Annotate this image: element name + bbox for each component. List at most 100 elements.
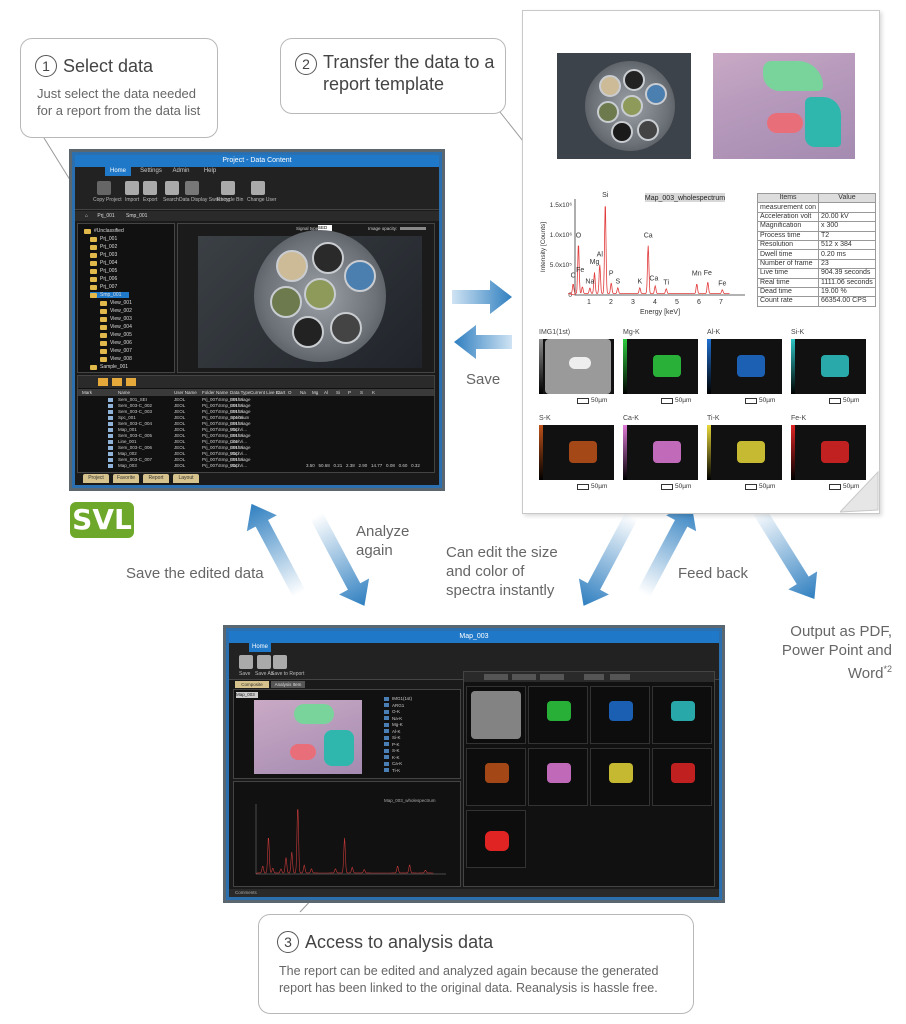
- bottom-tab-layout[interactable]: Layout: [173, 474, 199, 483]
- bottom-tab-favorite[interactable]: Favorite: [113, 474, 139, 483]
- tree-item[interactable]: Prj_002: [90, 244, 117, 250]
- tree-item[interactable]: Prj_003: [90, 252, 117, 258]
- column-header[interactable]: O: [288, 390, 292, 395]
- copy-project-icon[interactable]: [97, 181, 111, 195]
- element-list-item[interactable]: Ca-K: [384, 761, 402, 766]
- tree-item[interactable]: #Unclassified: [84, 228, 124, 234]
- column-header[interactable]: Current Live Start: [250, 390, 286, 395]
- breadcrumb-project[interactable]: Prj_001: [97, 213, 115, 219]
- map-tool-5[interactable]: [610, 674, 630, 680]
- mini-map-tile[interactable]: [528, 748, 588, 806]
- tree-item[interactable]: Prj_007: [90, 284, 117, 290]
- element-list-item[interactable]: IMG1(1st): [384, 696, 412, 701]
- tree-item[interactable]: View_001: [100, 300, 132, 306]
- bottom-tab-project[interactable]: Project: [83, 474, 109, 483]
- column-header[interactable]: Folder Name: [202, 390, 229, 395]
- item-tab[interactable]: Map_003: [236, 692, 258, 698]
- signal-type-select[interactable]: SED: [318, 225, 332, 231]
- column-header[interactable]: S: [360, 390, 364, 395]
- mini-map-tile[interactable]: [466, 748, 526, 806]
- list-tool-icon-a[interactable]: [98, 378, 108, 386]
- mini-map-tile[interactable]: [652, 686, 712, 744]
- display-switch-icon[interactable]: [185, 181, 199, 195]
- home-icon[interactable]: ⌂: [85, 213, 89, 219]
- tree-item[interactable]: View_005: [100, 332, 132, 338]
- map-tool-3[interactable]: [540, 674, 564, 680]
- column-header[interactable]: Mg: [312, 390, 319, 395]
- column-header[interactable]: Al: [324, 390, 329, 395]
- tree-item[interactable]: Smp_001: [90, 292, 130, 298]
- subtab-composite[interactable]: Composite Image: [235, 681, 269, 694]
- mini-map-tile[interactable]: [466, 686, 526, 744]
- tab-help[interactable]: Help: [203, 168, 217, 174]
- mini-map-tile[interactable]: [590, 686, 650, 744]
- map-tool-4[interactable]: [584, 674, 604, 680]
- tree-item[interactable]: View_007: [100, 348, 132, 354]
- column-header[interactable]: P: [348, 390, 352, 395]
- tab-settings[interactable]: Settings: [140, 168, 162, 174]
- element-list-item[interactable]: Si-K: [384, 735, 401, 740]
- tree-item[interactable]: Sample_001: [90, 364, 128, 370]
- element-list-item[interactable]: Al-K: [384, 729, 401, 734]
- column-header[interactable]: User Name: [174, 390, 197, 395]
- mini-map-tile-extra[interactable]: [466, 810, 526, 868]
- column-header[interactable]: Data Type: [230, 390, 251, 395]
- tree-item[interactable]: View_002: [100, 308, 132, 314]
- element-list-item[interactable]: O-K: [384, 709, 400, 714]
- map-tool-2[interactable]: [512, 674, 536, 680]
- tree-item[interactable]: View_003: [100, 316, 132, 322]
- recycle-bin-icon[interactable]: [221, 181, 235, 195]
- subtab-analysis[interactable]: Analysis Item: [271, 681, 305, 688]
- column-header[interactable]: C: [276, 390, 280, 395]
- element-list-item[interactable]: ARG1: [384, 703, 404, 708]
- element-list-item[interactable]: Mg-K: [384, 722, 403, 727]
- tree-item[interactable]: Prj_004: [90, 260, 117, 266]
- list-tool-icon-c[interactable]: [126, 378, 136, 386]
- tree-item[interactable]: View_008: [100, 356, 132, 362]
- mini-map-tile[interactable]: [528, 686, 588, 744]
- analysis-tab-home[interactable]: Home: [249, 643, 271, 652]
- export-icon[interactable]: [143, 181, 157, 195]
- tree-item[interactable]: Prj_005: [90, 268, 117, 274]
- column-header[interactable]: Mark: [82, 390, 92, 395]
- bottom-tab-report[interactable]: Report: [143, 474, 169, 483]
- image-opacity-slider[interactable]: [400, 227, 426, 230]
- column-header[interactable]: Name: [118, 390, 131, 395]
- map-tool-1[interactable]: [484, 674, 508, 680]
- breadcrumb-sample[interactable]: Smp_001: [126, 213, 148, 219]
- column-header[interactable]: Na: [300, 390, 306, 395]
- tab-home[interactable]: Home: [105, 167, 131, 176]
- element-list-item[interactable]: Na-K: [384, 716, 402, 721]
- element-list-item[interactable]: Ti-K: [384, 768, 400, 773]
- save-as-icon[interactable]: [257, 655, 271, 669]
- change-user-icon[interactable]: [251, 181, 265, 195]
- tab-admin[interactable]: Admin: [172, 168, 190, 174]
- column-header[interactable]: K: [372, 390, 376, 395]
- mini-map-tile[interactable]: [652, 748, 712, 806]
- tree-item[interactable]: View_006: [100, 340, 132, 346]
- import-icon[interactable]: [125, 181, 139, 195]
- element-list-item[interactable]: S-K: [384, 748, 400, 753]
- mini-map-tile[interactable]: [590, 748, 650, 806]
- tree-item[interactable]: View_004: [100, 324, 132, 330]
- element-list-item[interactable]: P-K: [384, 742, 400, 747]
- search-icon[interactable]: [165, 181, 179, 195]
- list-tool-icon-b[interactable]: [112, 378, 122, 386]
- element-list-item[interactable]: K-K: [384, 755, 400, 760]
- tree-item[interactable]: Prj_001: [90, 236, 117, 242]
- tree-item[interactable]: Prj_006: [90, 276, 117, 282]
- save-icon[interactable]: [239, 655, 253, 669]
- column-header[interactable]: Si: [336, 390, 341, 395]
